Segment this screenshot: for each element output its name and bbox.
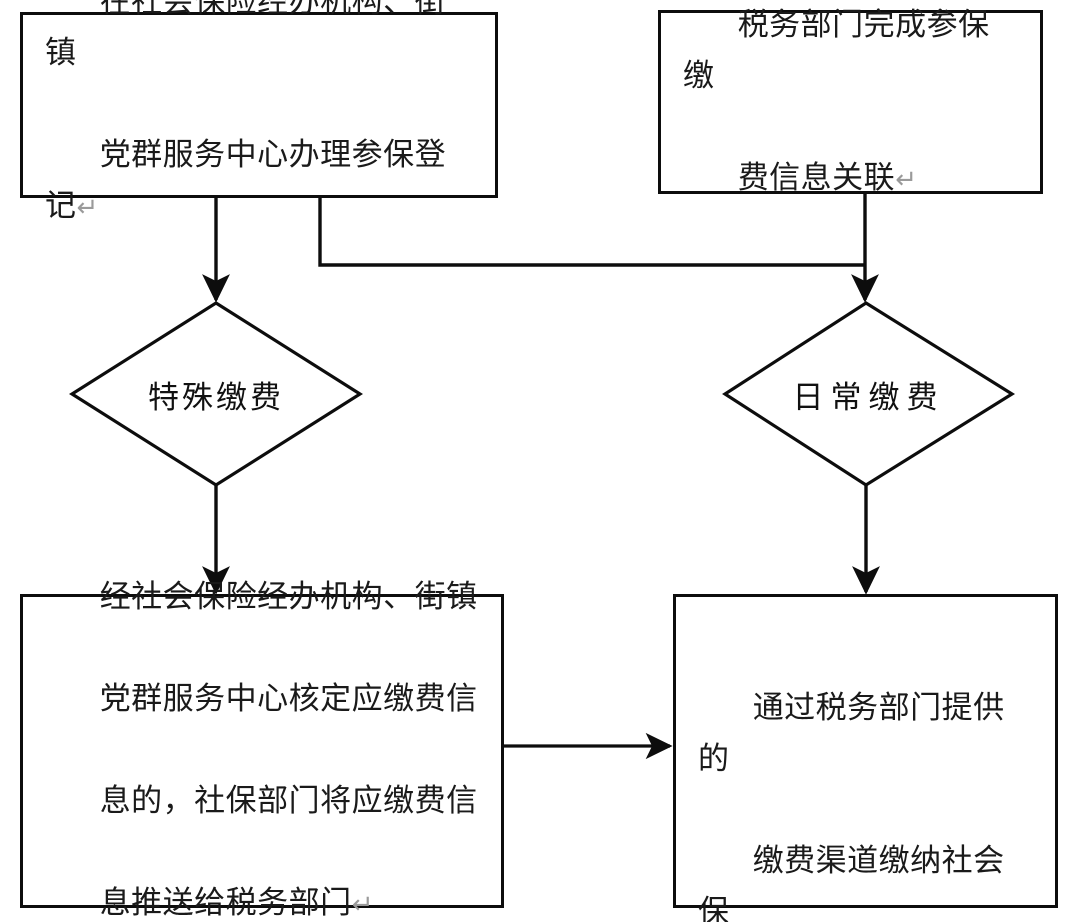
special-payment-diamond-shape: [69, 301, 363, 487]
daily-payment-diamond-shape: [722, 301, 1016, 487]
pilcrow-icon: ↵: [351, 890, 374, 920]
node-daily-payment-decision[interactable]: 日常缴费: [725, 303, 1012, 485]
node-pay-channel-box[interactable]: 通过税务部门提供的 缴费渠道缴纳社会保 险费↵: [673, 594, 1058, 922]
pilcrow-icon: ↵: [895, 164, 918, 195]
push-info-box-line-2: 党群服务中心核定应缴费信: [99, 681, 478, 716]
push-info-box-line-3: 息的，社保部门将应缴费信: [99, 783, 478, 818]
pay-channel-box-text: 通过税务部门提供的 缴费渠道缴纳社会保 险费↵: [676, 631, 1055, 922]
registration-box-text: 在社会保险经办机构、街镇 党群服务中心办理参保登记↵: [23, 0, 495, 285]
pay-channel-box-line-2: 缴费渠道缴纳社会保: [698, 843, 1005, 922]
registration-box-line-2: 党群服务中心办理参保登记: [45, 137, 447, 223]
connector-registration-to-daily: [318, 197, 865, 267]
node-tax-link-box[interactable]: 税务部门完成参保缴 费信息关联↵: [658, 7, 1043, 195]
node-special-payment-decision[interactable]: 特殊缴费: [72, 303, 360, 485]
push-info-box-text: 经社会保险经办机构、街镇 党群服务中心核定应缴费信 息的，社保部门将应缴费信 息…: [23, 520, 501, 922]
node-registration-box[interactable]: 在社会保险经办机构、街镇 党群服务中心办理参保登记↵: [20, 0, 498, 223]
node-push-info-box[interactable]: 经社会保险经办机构、街镇 党群服务中心核定应缴费信 息的，社保部门将应缴费信 息…: [20, 579, 504, 920]
daily-payment-decision-label: 日常缴费: [792, 379, 945, 415]
registration-box-line-1: 在社会保险经办机构、街镇: [45, 0, 447, 70]
special-payment-decision-label: 特殊缴费: [148, 379, 284, 415]
pilcrow-icon: ↵: [76, 193, 99, 223]
tax-link-box-text: 税务部门完成参保缴 费信息关联↵: [661, 0, 1040, 257]
push-info-box-line-1: 经社会保险经办机构、街镇: [99, 579, 478, 614]
pay-channel-box-line-1: 通过税务部门提供的: [698, 690, 1005, 776]
push-info-box-line-4: 息推送给税务部门: [99, 885, 352, 920]
tax-link-box-line-1: 税务部门完成参保缴: [683, 6, 990, 93]
tax-link-box-line-2: 费信息关联: [737, 159, 896, 195]
